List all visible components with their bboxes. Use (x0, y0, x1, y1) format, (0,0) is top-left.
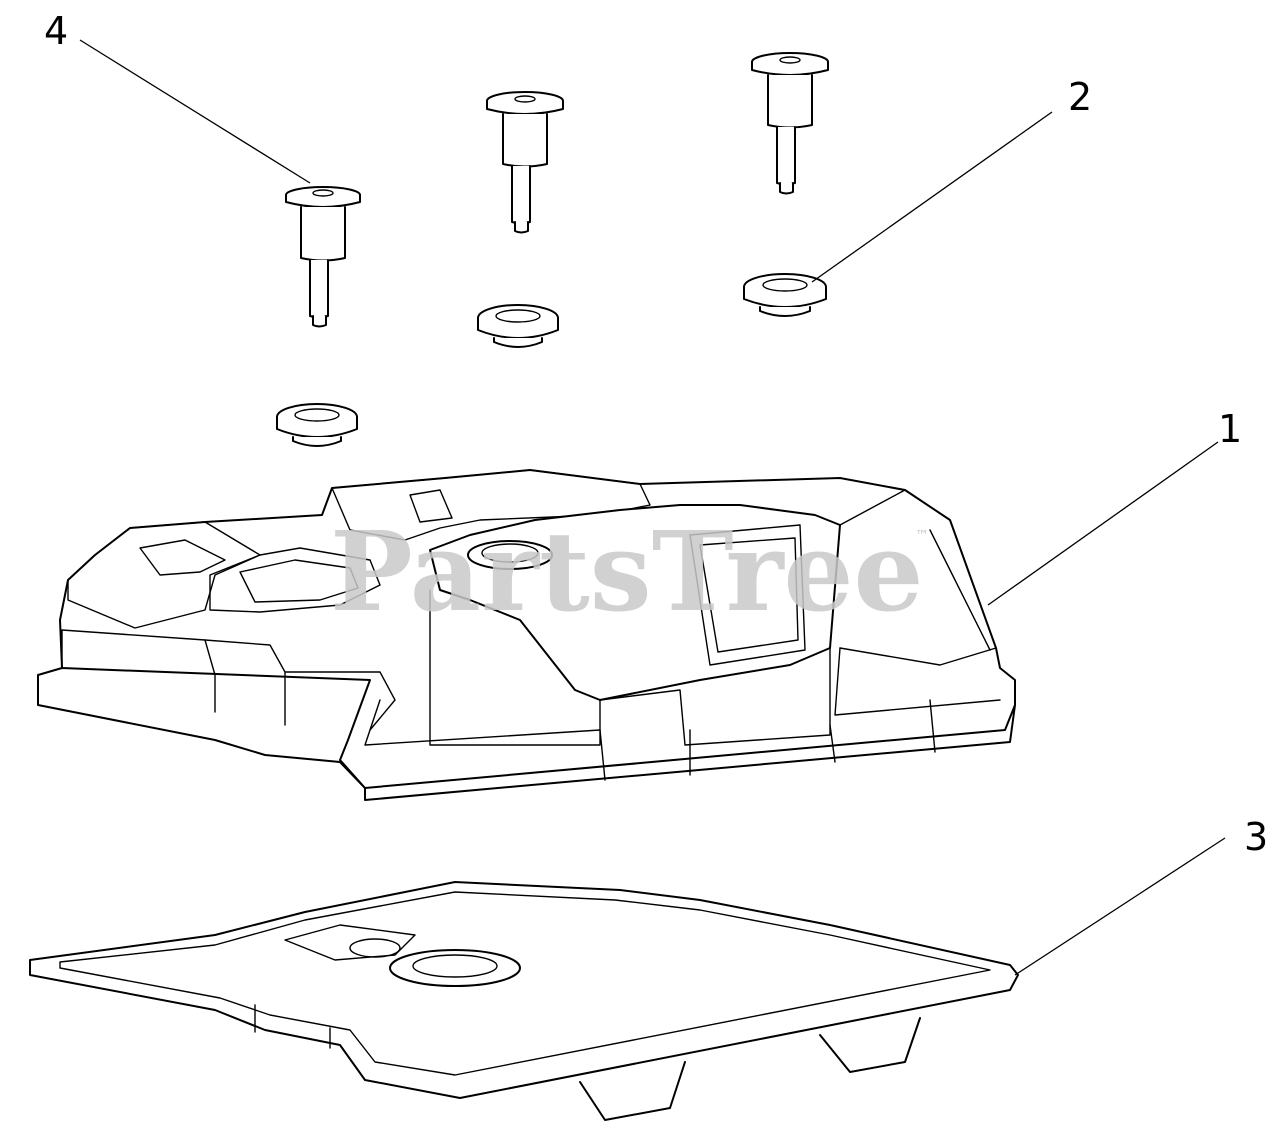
valve-cover[interactable] (37, 469, 1016, 801)
watermark-text: PartsTree (330, 507, 924, 636)
leader-line-2 (811, 111, 1053, 283)
grommet-left[interactable] (276, 403, 358, 447)
leader-line-4 (79, 39, 311, 184)
grommet-right[interactable] (743, 273, 827, 317)
gasket[interactable] (29, 881, 1019, 1121)
bolt-middle[interactable] (486, 91, 564, 234)
callout-1[interactable]: 1 (1218, 407, 1242, 451)
callout-4[interactable]: 4 (44, 9, 68, 53)
watermark-trademark: ™ (915, 528, 929, 544)
bolt-right[interactable] (751, 52, 829, 195)
callout-2[interactable]: 2 (1068, 75, 1092, 119)
leader-line-1 (987, 441, 1219, 606)
grommet-middle[interactable] (477, 304, 559, 348)
watermark: PartsTree ™ (330, 507, 929, 636)
leader-line-3 (1014, 837, 1226, 976)
callout-3[interactable]: 3 (1244, 815, 1268, 859)
bolt-left[interactable] (285, 186, 361, 328)
